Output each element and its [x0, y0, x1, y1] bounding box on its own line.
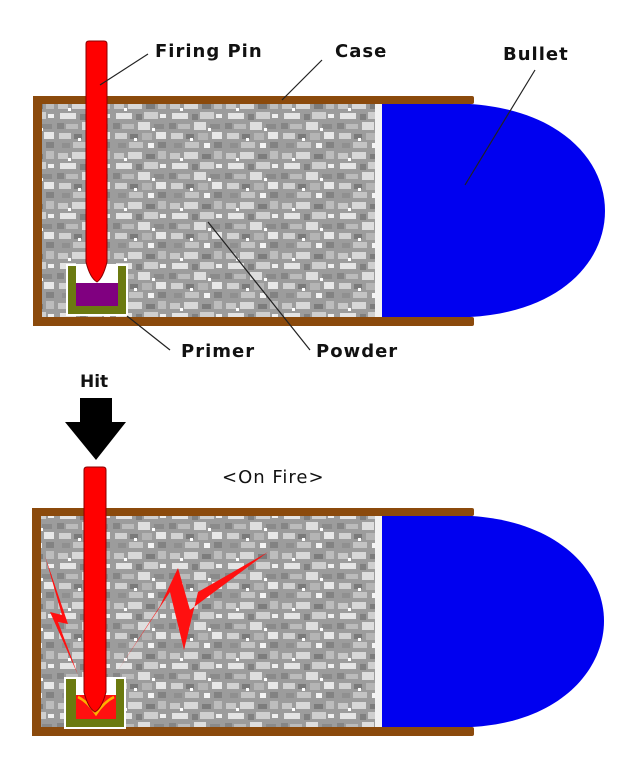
label-powder: Powder — [316, 341, 399, 362]
firing-pin-shape — [83, 466, 107, 713]
label-on-fire: <On Fire> — [222, 467, 325, 488]
label-firing-pin: Firing Pin — [155, 41, 263, 62]
hit-arrow-icon — [65, 398, 126, 460]
leader-lines — [99, 53, 536, 351]
cartridge-on-fire — [32, 398, 604, 736]
firing-pin-shape — [85, 40, 108, 283]
cartridge-at-rest — [33, 40, 605, 351]
label-bullet: Bullet — [503, 44, 569, 65]
label-case: Case — [335, 41, 388, 62]
spark-icon — [45, 552, 268, 675]
case-shape — [32, 508, 474, 736]
case-shape — [33, 96, 474, 326]
label-primer: Primer — [181, 341, 256, 362]
bullet-shape — [382, 104, 605, 317]
bullet-shape — [382, 516, 604, 727]
label-hit: Hit — [80, 372, 109, 392]
